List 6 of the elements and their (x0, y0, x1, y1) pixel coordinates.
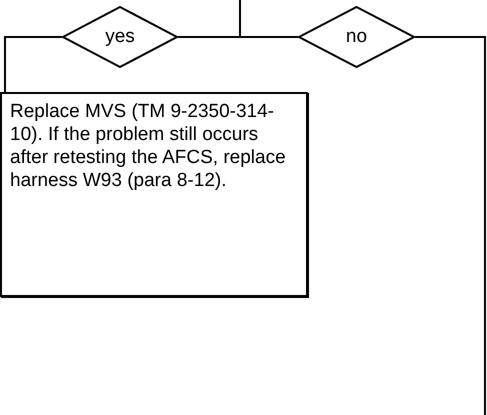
connector-line (4, 36, 62, 92)
connector-line (415, 36, 486, 415)
decision-diamond: no (298, 6, 415, 68)
connector-line (239, 0, 298, 38)
decision-diamond: yes (62, 6, 178, 68)
action-box: Replace MVS (TM 9-2350-314-10). If the problem still occurs after retesting the AFCS, replace harness W93 (para 8-12). (0, 92, 308, 297)
